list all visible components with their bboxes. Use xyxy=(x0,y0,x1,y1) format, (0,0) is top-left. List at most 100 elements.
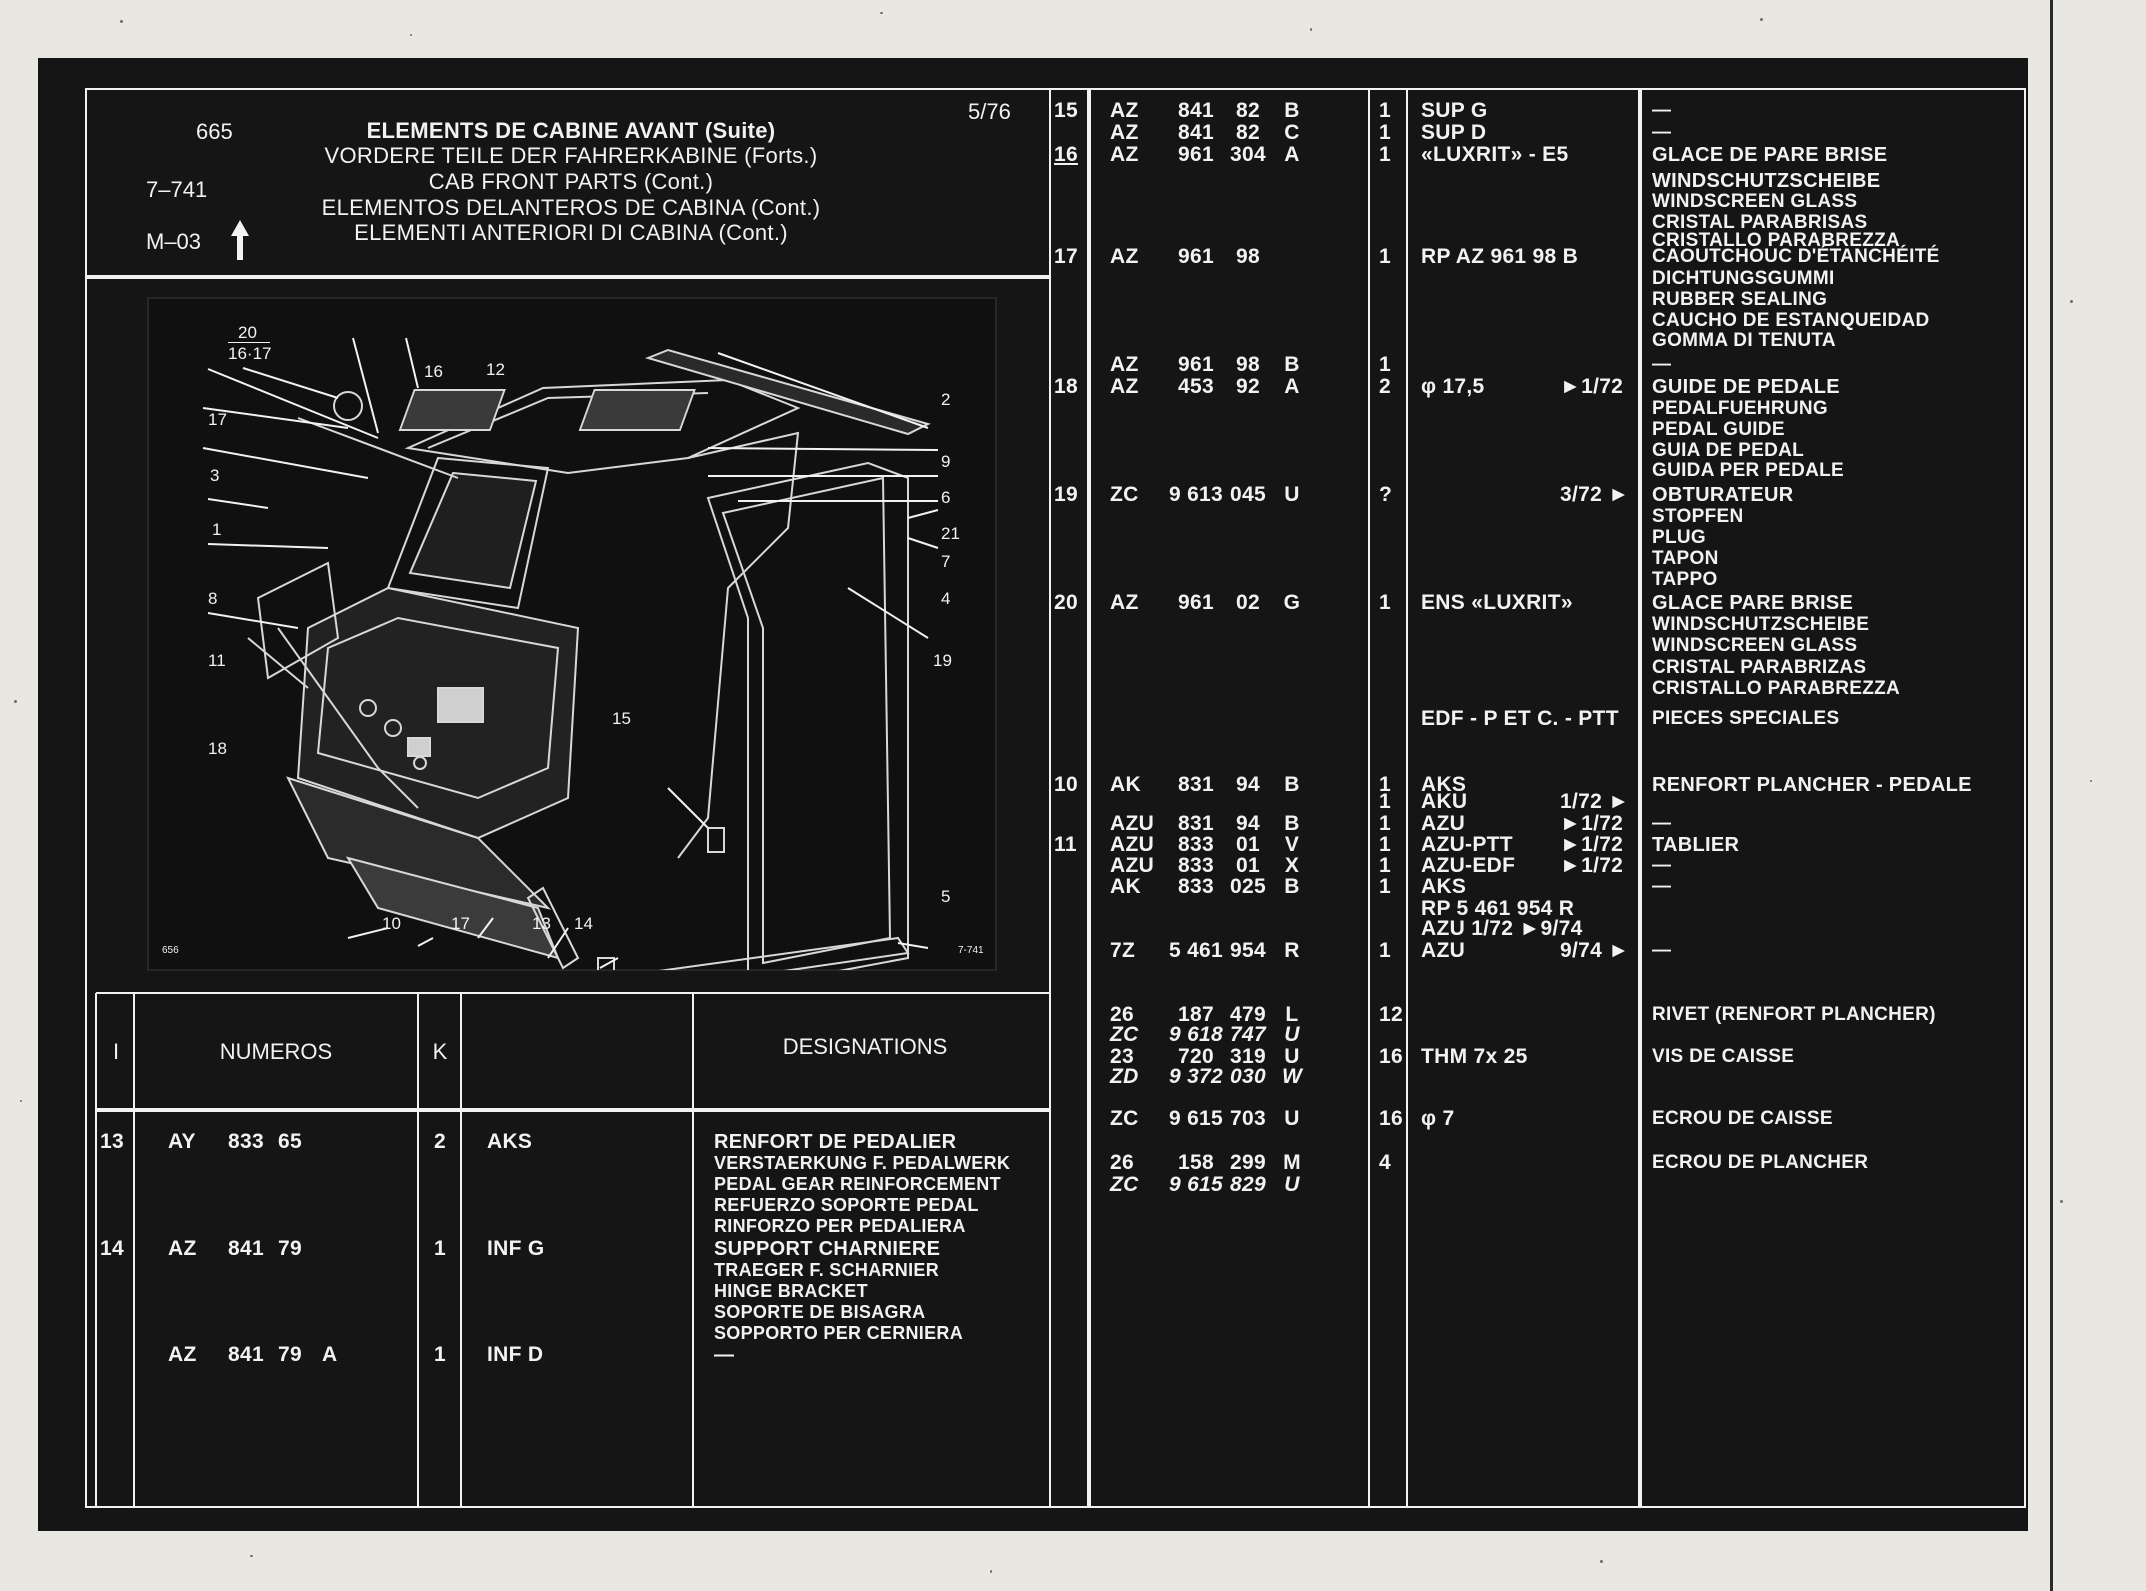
designation-translation: TRAEGER F. SCHARNIER xyxy=(714,1260,940,1280)
row-prefix: 23 xyxy=(1110,1045,1134,1068)
callout-16: 16 xyxy=(424,362,443,381)
row-quantity: 1 xyxy=(1379,353,1391,376)
row-variant-code: φ 7 xyxy=(1421,1107,1455,1130)
row-prefix: ZC xyxy=(1110,483,1139,506)
row-variant-code: SUP G xyxy=(1421,99,1488,122)
callout-21: 21 xyxy=(941,524,960,543)
row-number-suffix: L xyxy=(1285,1003,1299,1026)
row-number-suffix: V xyxy=(1284,833,1300,856)
row-variant-code: EDF - P ET C. - PTT xyxy=(1421,707,1619,730)
row-index: 19 xyxy=(1054,483,1078,506)
callout-15: 15 xyxy=(612,709,631,728)
row-quantity: ? xyxy=(1379,483,1393,506)
row-validity-ref: 9/74 ► xyxy=(1560,939,1630,962)
row-number-b: 79 xyxy=(278,1343,302,1366)
callout-1: 1 xyxy=(212,520,222,539)
row-number-b: 703 xyxy=(1230,1107,1266,1130)
row-number-a: 9 615 xyxy=(1168,1173,1224,1196)
row-number-a: 9 613 xyxy=(1168,483,1224,506)
row-number-suffix: W xyxy=(1281,1065,1303,1088)
row-number-b: 98 xyxy=(1236,245,1260,268)
row-number-b: 01 xyxy=(1236,854,1260,877)
row-number-suffix: A xyxy=(1284,143,1300,166)
row-designation: — xyxy=(1652,813,1672,834)
row-number-suffix: U xyxy=(1284,1107,1300,1130)
row-number-a: 961 xyxy=(1178,143,1214,166)
row-designation: DICHTUNGSGUMMI xyxy=(1652,268,1835,289)
row-number-b: 479 xyxy=(1230,1003,1266,1026)
row-number-b: 79 xyxy=(278,1237,302,1260)
row-index: 16 xyxy=(1054,143,1078,166)
row-quantity: 1 xyxy=(1379,245,1391,268)
row-prefix: AZU xyxy=(1110,812,1155,835)
row-number-b: 954 xyxy=(1230,939,1266,962)
row-prefix: 7Z xyxy=(1110,939,1136,962)
row-number-suffix: B xyxy=(1284,875,1300,898)
callout-18: 18 xyxy=(208,739,227,758)
title-fr: ELEMENTS DE CABINE AVANT (Suite) xyxy=(366,118,776,143)
designation-translation: REFUERZO SOPORTE PEDAL xyxy=(714,1195,979,1215)
row-variant-code: SUP D xyxy=(1421,121,1487,144)
row-quantity: 1 xyxy=(1379,773,1391,796)
row-index: 11 xyxy=(1054,833,1077,856)
callout-13: 13 xyxy=(532,914,551,933)
row-number-a: 833 xyxy=(1178,875,1214,898)
designation-translation: SOPPORTO PER CERNIERA xyxy=(714,1323,964,1343)
callout-10: 10 xyxy=(382,914,401,933)
row-variant-code: AKU xyxy=(1421,790,1468,813)
row-number-suffix: A xyxy=(322,1343,338,1366)
row-variant-code: «LUXRIT» - E5 xyxy=(1421,143,1569,166)
row-number-suffix: A xyxy=(1284,375,1300,398)
row-quantity: 1 xyxy=(1379,854,1391,877)
row-validity-ref: 3/72 ► xyxy=(1560,483,1630,506)
row-variant-code: RP AZ 961 98 B xyxy=(1421,245,1579,268)
group-reference: 7–741 xyxy=(146,177,208,202)
row-prefix: AZ xyxy=(1110,121,1139,144)
diagram-ref-bottom: 16·17 xyxy=(228,344,272,363)
row-designation: GLACE DE PARE BRISE xyxy=(1652,144,1888,166)
row-quantity: 1 xyxy=(434,1343,446,1366)
row-designation: ECROU DE CAISSE xyxy=(1652,1108,1833,1129)
row-designation: GUIDE DE PEDALE xyxy=(1652,376,1840,398)
row-number-b: 299 xyxy=(1230,1151,1266,1174)
row-designation: WINDSCHUTZSCHEIBE xyxy=(1652,614,1870,635)
row-quantity: 16 xyxy=(1379,1045,1403,1068)
row-variant-code: AKS xyxy=(1421,875,1467,898)
row-prefix: AZU xyxy=(1110,833,1155,856)
row-number-suffix: M xyxy=(1283,1151,1301,1174)
row-number-suffix: R xyxy=(1284,939,1300,962)
row-variant-code: φ 17,5 xyxy=(1421,375,1485,398)
callout-2: 2 xyxy=(941,390,951,409)
row-quantity: 1 xyxy=(1379,121,1391,144)
row-number-suffix: U xyxy=(1284,1045,1300,1068)
callout-19: 19 xyxy=(933,651,952,670)
row-quantity: 1 xyxy=(1379,939,1391,962)
row-variant-code: AZU xyxy=(1421,939,1466,962)
row-prefix: AZ xyxy=(1110,353,1139,376)
column-header-index: I xyxy=(112,1039,120,1064)
row-prefix: 26 xyxy=(1110,1151,1134,1174)
title-it: ELEMENTI ANTERIORI DI CABINA (Cont.) xyxy=(354,220,788,245)
row-prefix: AY xyxy=(168,1130,196,1153)
row-quantity: 4 xyxy=(1379,1151,1391,1174)
designation-translation: SOPORTE DE BISAGRA xyxy=(714,1302,926,1322)
row-number-b: 02 xyxy=(1236,591,1260,614)
row-designation: CRISTAL PARABRIZAS xyxy=(1652,657,1867,678)
callout-4: 4 xyxy=(941,589,951,608)
row-designation: PEDAL GUIDE xyxy=(1652,419,1785,440)
row-designation: CRISTALLO PARABREZZA xyxy=(1652,230,1901,251)
row-quantity: 1 xyxy=(1379,812,1391,835)
designation-translation: PEDAL GEAR REINFORCEMENT xyxy=(714,1174,1001,1194)
callout-9: 9 xyxy=(941,452,951,471)
row-quantity: 1 xyxy=(1379,99,1391,122)
callout-3: 3 xyxy=(210,466,220,485)
row-variant-code: AKS xyxy=(487,1130,533,1153)
row-designation: PLUG xyxy=(1652,527,1706,548)
row-prefix: AZ xyxy=(1110,143,1139,166)
row-validity-ref: ►1/72 xyxy=(1560,854,1624,877)
row-quantity: 2 xyxy=(1379,375,1391,398)
callout-7: 7 xyxy=(941,552,951,571)
designation-primary: SUPPORT CHARNIERE xyxy=(714,1238,941,1260)
row-designation: CAUCHO DE ESTANQUEIDAD xyxy=(1652,310,1930,331)
row-number-a: 9 615 xyxy=(1168,1107,1224,1130)
